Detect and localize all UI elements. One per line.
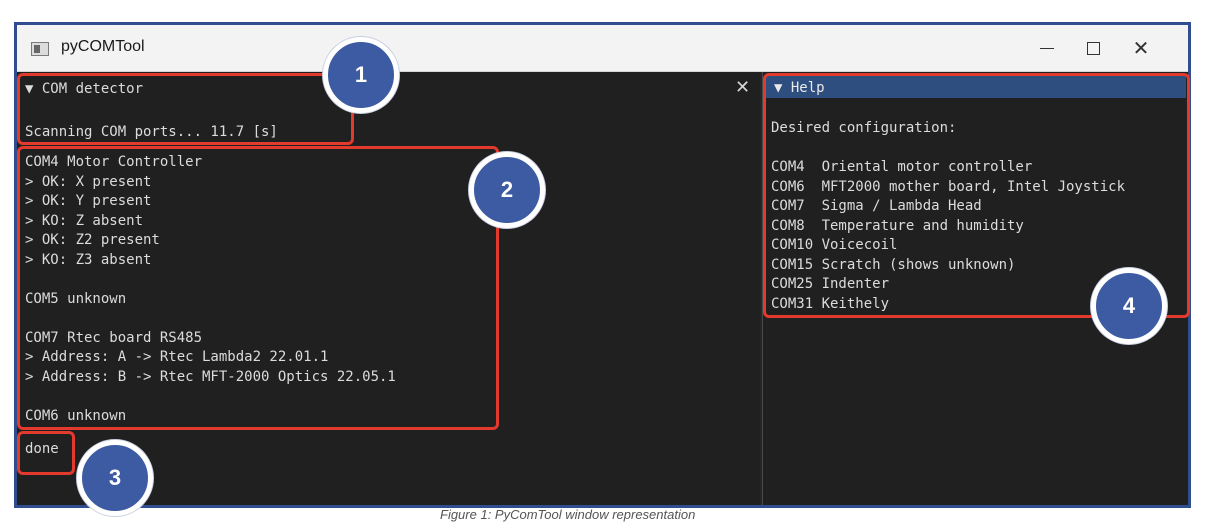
help-header-bar[interactable]: ▼ Help [766, 76, 1186, 98]
window-title: pyCOMTool [61, 38, 145, 55]
app-window: pyCOMTool ✕ ▼ COM detector ✕ Scanning CO… [17, 25, 1188, 505]
maximize-button[interactable] [1070, 25, 1116, 71]
scan-result-line: > Address: A -> Rtec Lambda2 22.01.1 [25, 349, 329, 365]
help-line: COM25 Indenter [771, 276, 890, 292]
scan-result-line: > OK: X present [25, 173, 152, 190]
help-line: COM10 Voicecoil [771, 237, 898, 253]
close-panel-icon[interactable]: ✕ [735, 77, 751, 98]
scan-status-text: Scanning COM ports... 11.7 [s] [25, 124, 278, 140]
figure-caption: Figure 1: PyComTool window representatio… [440, 507, 696, 522]
scan-result-line: > Address: B -> Rtec MFT-2000 Optics 22.… [25, 368, 396, 385]
scan-result-line: COM6 unknown [25, 407, 127, 424]
annotation-badge: 3 [77, 440, 153, 516]
title-bar[interactable]: pyCOMTool ✕ [17, 25, 1188, 72]
help-header[interactable]: ▼ Help [774, 80, 825, 96]
highlight-box-1 [17, 73, 354, 145]
scan-result-line: > KO: Z3 absent [25, 251, 152, 268]
annotation-badge: 2 [469, 152, 545, 228]
help-line: COM8 Temperature and humidity [771, 217, 1024, 234]
annotation-badge: 4 [1091, 268, 1167, 344]
help-line: COM6 MFT2000 mother board, Intel Joystic… [771, 178, 1126, 195]
close-icon: ✕ [1132, 36, 1150, 60]
highlight-box-2 [17, 146, 499, 430]
scan-result-line: COM5 unknown [25, 290, 127, 307]
help-line: COM15 Scratch (shows unknown) [771, 256, 1016, 273]
scan-result-line: > KO: Z absent [25, 212, 144, 229]
scan-result-line: COM7 Rtec board RS485 [25, 329, 203, 346]
done-status-text: done [25, 441, 59, 457]
minimize-button[interactable] [1024, 25, 1070, 71]
help-line: COM31 Keithely [771, 295, 890, 312]
help-line: COM7 Sigma / Lambda Head [771, 198, 982, 214]
scan-result-line: > OK: Z2 present [25, 232, 160, 248]
minimize-icon [1040, 47, 1054, 49]
app-window-icon [31, 42, 49, 56]
scan-result-line: COM4 Motor Controller [25, 154, 203, 170]
close-window-button[interactable]: ✕ [1118, 25, 1164, 71]
help-line: Desired configuration: [771, 120, 957, 136]
highlight-box-3 [17, 431, 75, 475]
scan-results-list: COM4 Motor Controller > OK: X present > OK… [25, 153, 396, 426]
com-detector-header[interactable]: ▼ COM detector [25, 81, 144, 97]
highlight-box-4 [763, 73, 1190, 318]
screenshot-frame: pyCOMTool ✕ ▼ COM detector ✕ Scanning CO… [14, 22, 1191, 508]
annotation-badge: 1 [323, 37, 399, 113]
help-line: COM4 Oriental motor controller [771, 159, 1033, 175]
help-config-list: Desired configuration: COM4 Oriental mot… [771, 119, 1183, 314]
maximize-icon [1086, 41, 1100, 55]
scan-result-line: > OK: Y present [25, 193, 152, 209]
